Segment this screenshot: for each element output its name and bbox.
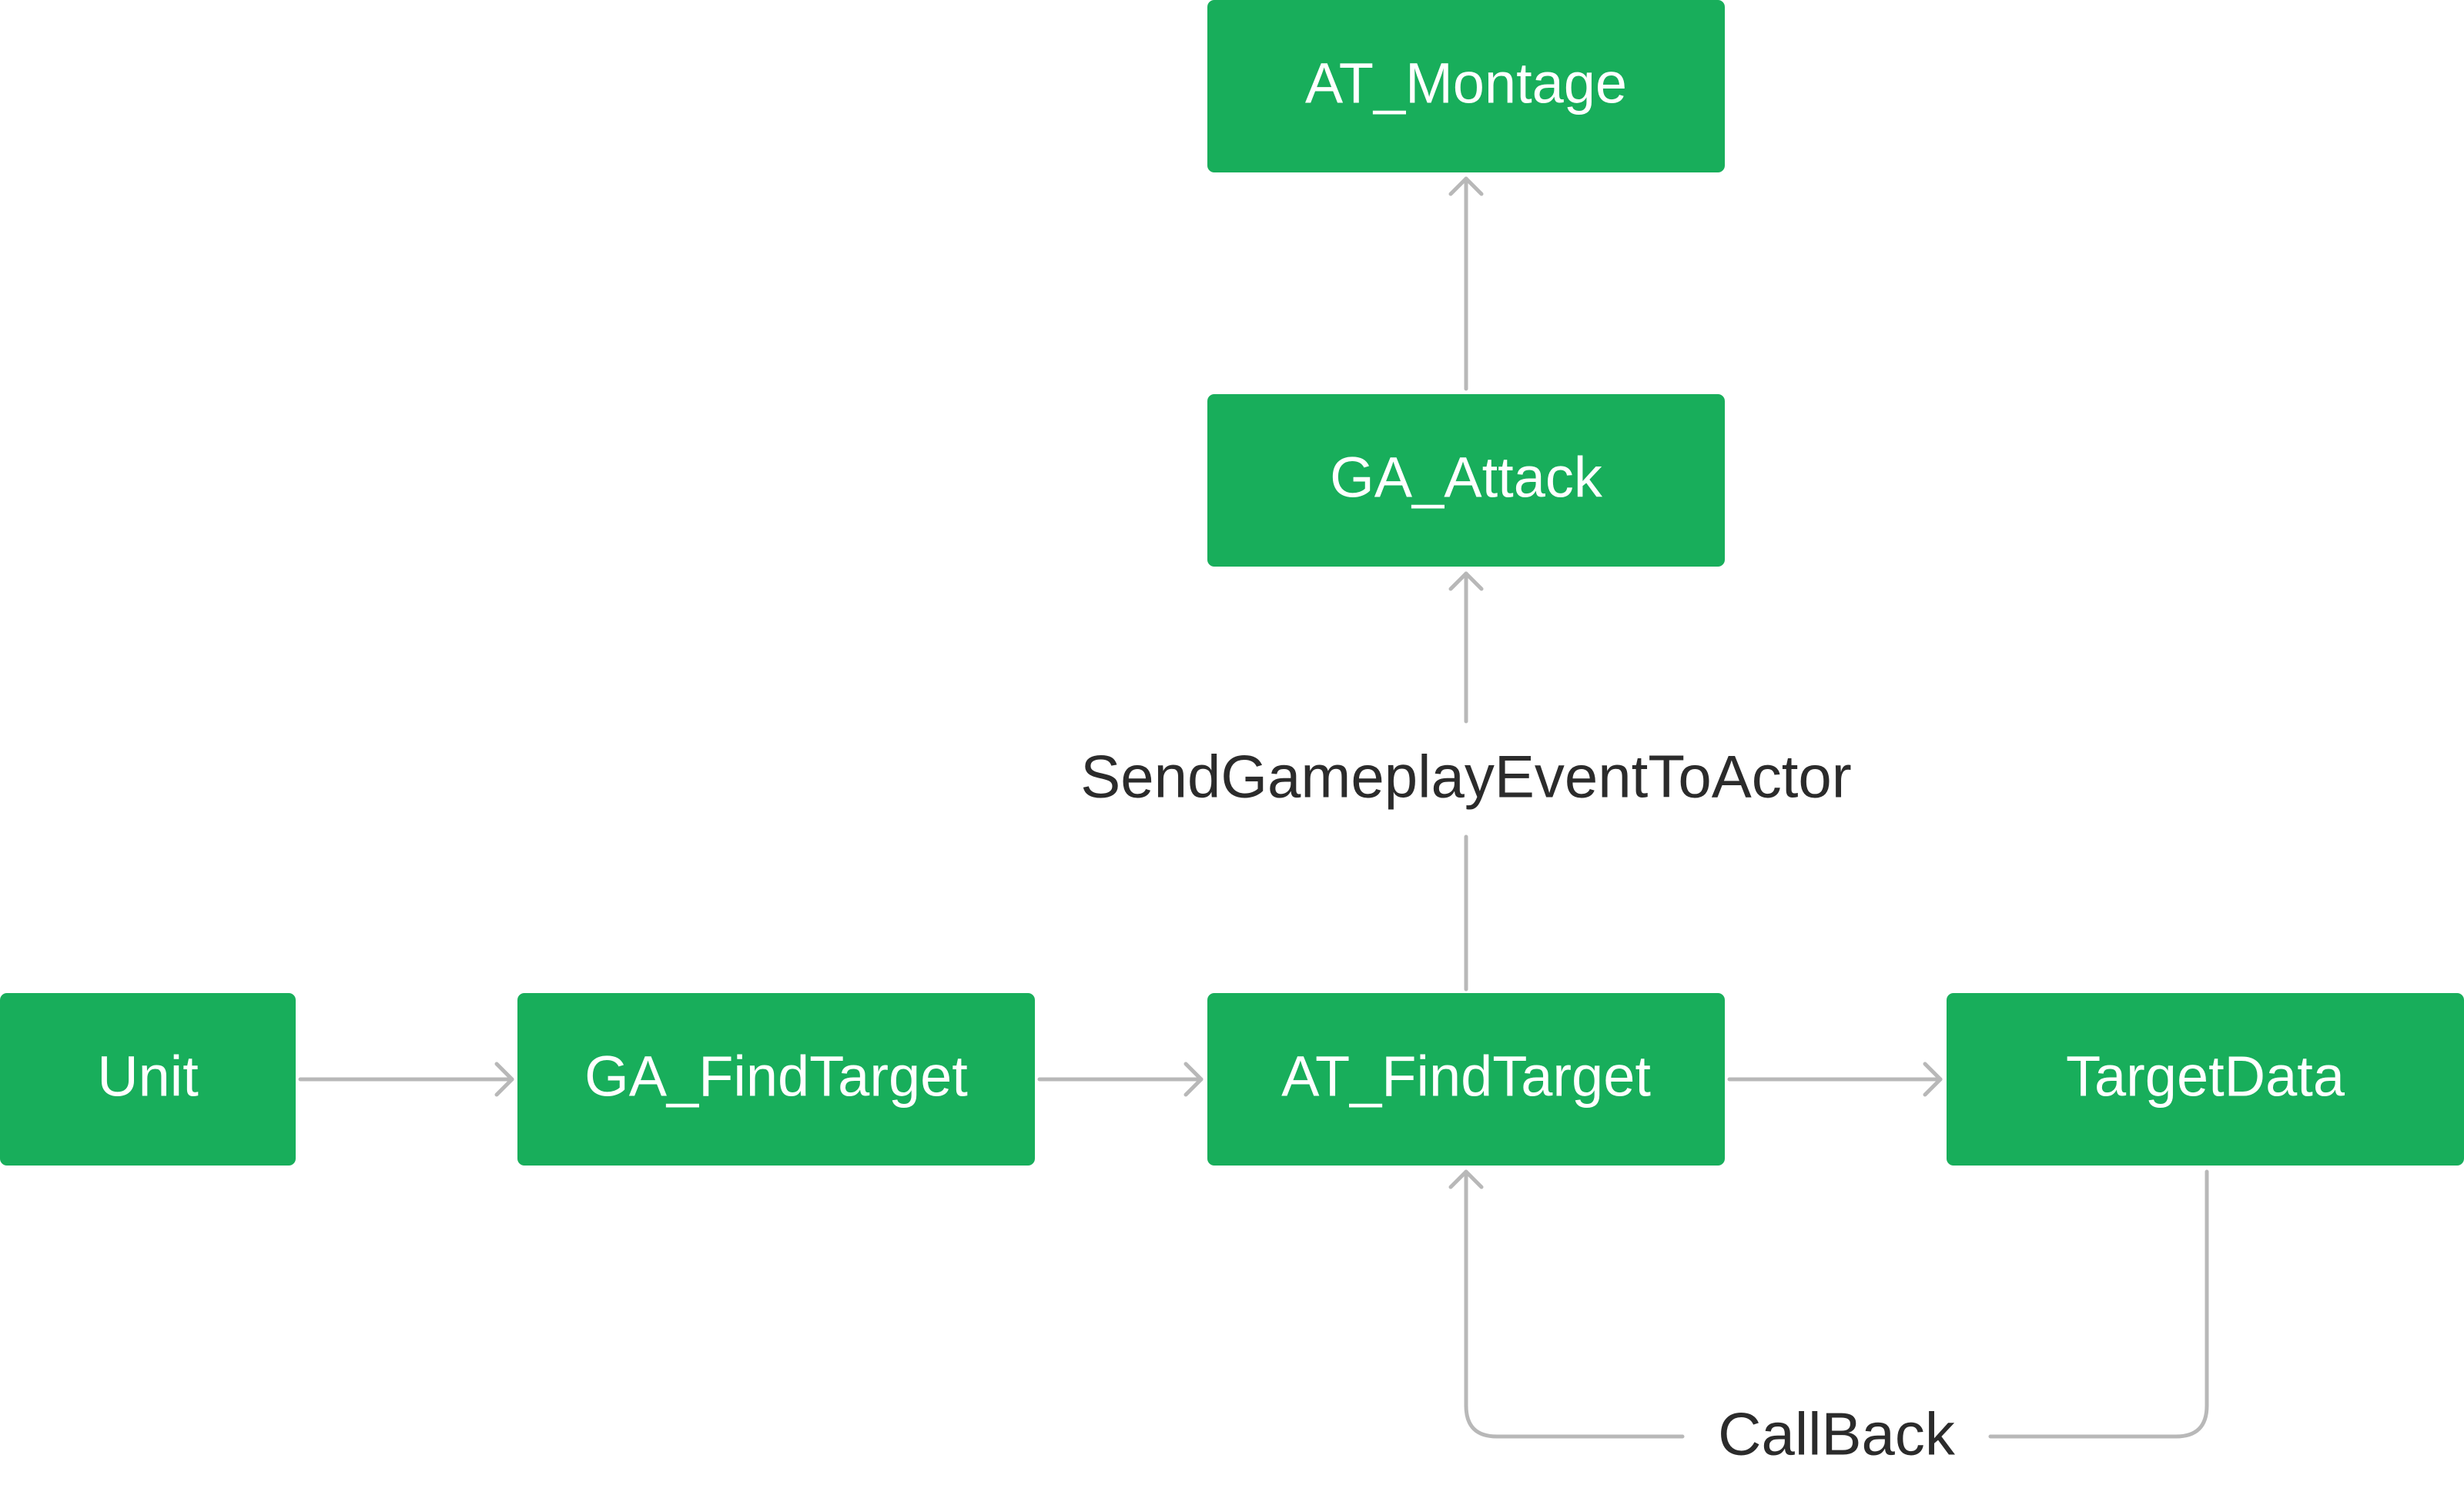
edge-unit-to-ga-findtarget <box>298 1062 514 1097</box>
edge-labels: SendGameplayEventToActor CallBack <box>1080 743 1956 1468</box>
node-at-montage-box[interactable] <box>1207 0 1725 172</box>
node-ga-findtarget-box[interactable] <box>517 993 1035 1166</box>
node-unit-box[interactable] <box>0 993 296 1166</box>
node-unit[interactable]: Unit <box>0 993 296 1166</box>
edge-label-callback: CallBack <box>1718 1400 1956 1468</box>
node-at-findtarget-label: AT_FindTarget <box>1281 1045 1651 1109</box>
edge-label-send-gameplay-event: SendGameplayEventToActor <box>1080 743 1852 811</box>
node-ga-attack-label: GA_Attack <box>1330 446 1603 510</box>
nodes: Unit GA_FindTarget AT_FindTarget TargetD… <box>0 0 2464 1166</box>
node-at-findtarget-box[interactable] <box>1207 993 1725 1166</box>
edge-at-findtarget-to-targetdata <box>1727 1062 1943 1097</box>
node-ga-attack-box[interactable] <box>1207 394 1725 567</box>
node-targetdata-label: TargetData <box>2066 1045 2345 1109</box>
node-targetdata[interactable]: TargetData <box>1947 993 2464 1166</box>
node-at-montage[interactable]: AT_Montage <box>1207 0 1725 172</box>
edge-at-findtarget-to-ga-attack <box>1448 571 1484 992</box>
node-unit-label: Unit <box>97 1045 199 1109</box>
edge-ga-attack-to-at-montage <box>1448 176 1484 391</box>
node-at-montage-label: AT_Montage <box>1305 52 1627 115</box>
edge-targetdata-callback <box>1448 1169 2209 1439</box>
edge-ga-findtarget-to-at-findtarget <box>1037 1062 1204 1097</box>
node-ga-findtarget-label: GA_FindTarget <box>584 1045 968 1109</box>
edges <box>298 176 2209 1439</box>
node-targetdata-box[interactable] <box>1947 993 2464 1166</box>
node-ga-findtarget[interactable]: GA_FindTarget <box>517 993 1035 1166</box>
node-at-findtarget[interactable]: AT_FindTarget <box>1207 993 1725 1166</box>
node-ga-attack[interactable]: GA_Attack <box>1207 394 1725 567</box>
